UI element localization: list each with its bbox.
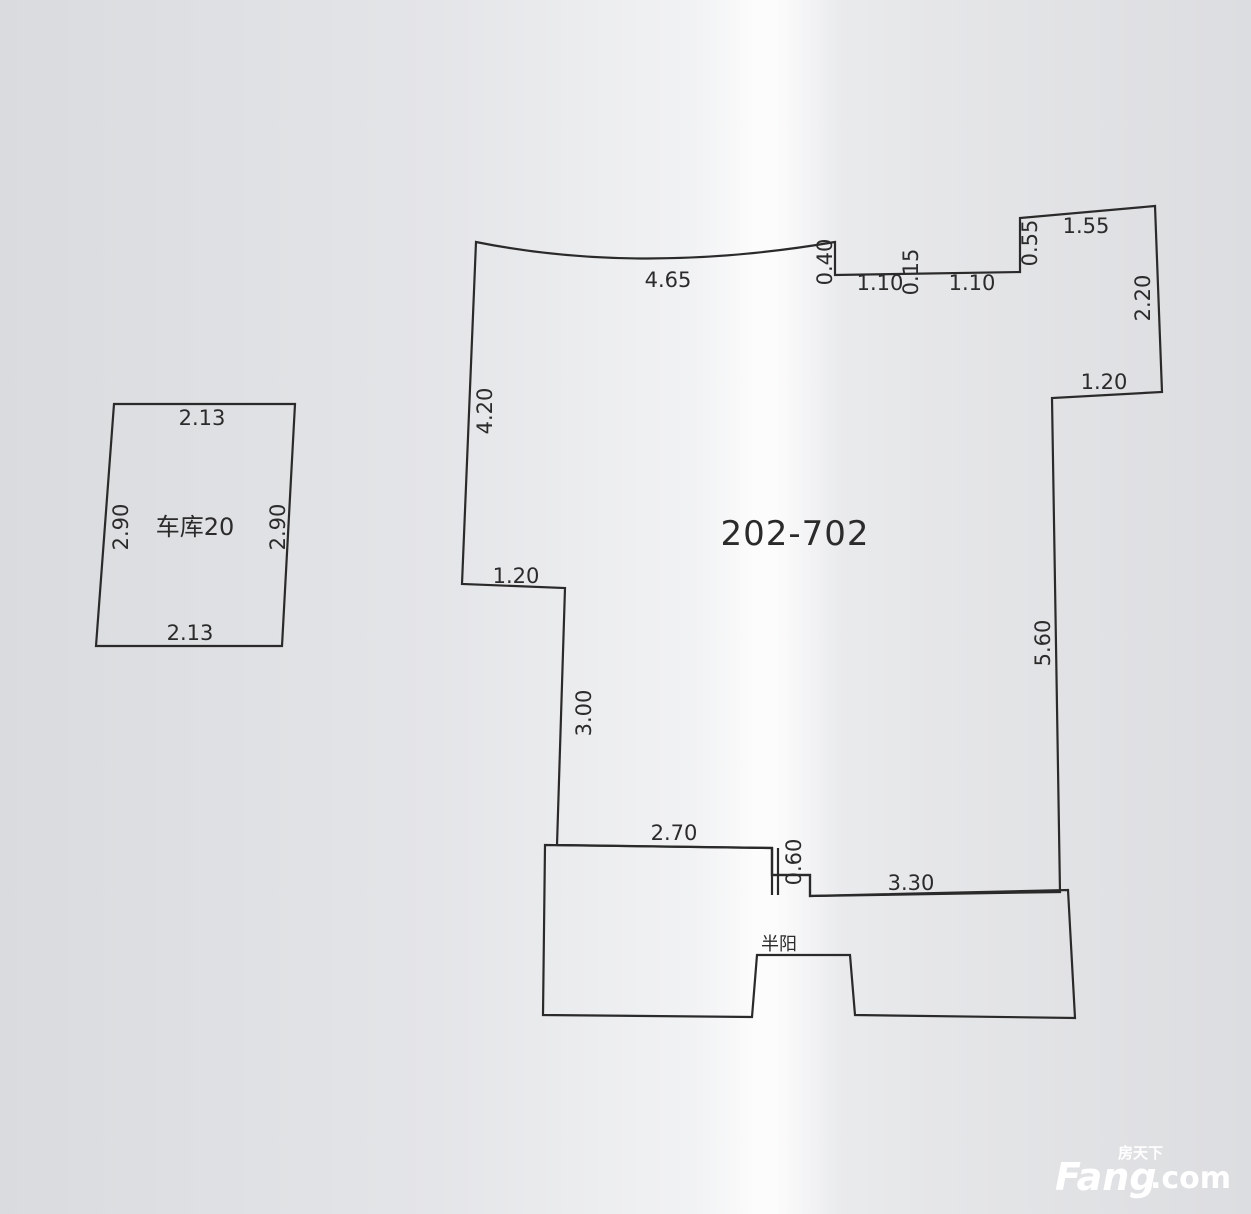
dim-left-lower: 3.00 [572,690,596,737]
dim-left-step: 1.20 [493,564,540,588]
dim-top-notch-c: 0.55 [1018,220,1042,267]
dim-top-notch-a: 0.40 [813,239,837,286]
balcony-label: 半阳 [761,934,797,955]
watermark-brand: Fang [1055,1155,1157,1199]
garage-left-height: 2.90 [109,504,133,551]
watermark-domain: .com [1150,1161,1231,1196]
dim-right-upper: 2.20 [1131,275,1155,322]
unit-label: 202-702 [720,514,869,554]
garage-plan: 2.13 2.13 2.90 2.90 车库20 [94,402,297,648]
dim-top-seg-a: 1.10 [857,271,904,295]
garage-right-height: 2.90 [266,504,290,551]
watermark: 房天下 Fang .com [1055,1144,1231,1199]
garage-outline [94,402,297,648]
dim-top-right: 1.55 [1063,214,1110,238]
dim-left-upper: 4.20 [473,388,497,435]
dim-bottom-step: 0.60 [782,839,806,886]
dim-top-notch-b: 0.15 [899,249,923,296]
dim-right-lower: 5.60 [1031,620,1055,667]
watermark-cn: 房天下 [1118,1144,1163,1162]
dim-top-seg-b: 1.10 [949,271,996,295]
unit-plan: 202-702 4.65 4.20 1.20 3.00 0.40 1.10 0.… [460,204,1164,1020]
garage-label: 车库20 [156,513,235,541]
dim-bottom-right: 3.30 [888,871,935,895]
dim-top-left-arc: 4.65 [645,268,692,292]
dim-bottom-left: 2.70 [651,821,698,845]
garage-top-width: 2.13 [179,406,226,430]
fold-crease [690,0,840,1214]
garage-bottom-width: 2.13 [167,621,214,645]
dim-right-step: 1.20 [1081,370,1128,394]
